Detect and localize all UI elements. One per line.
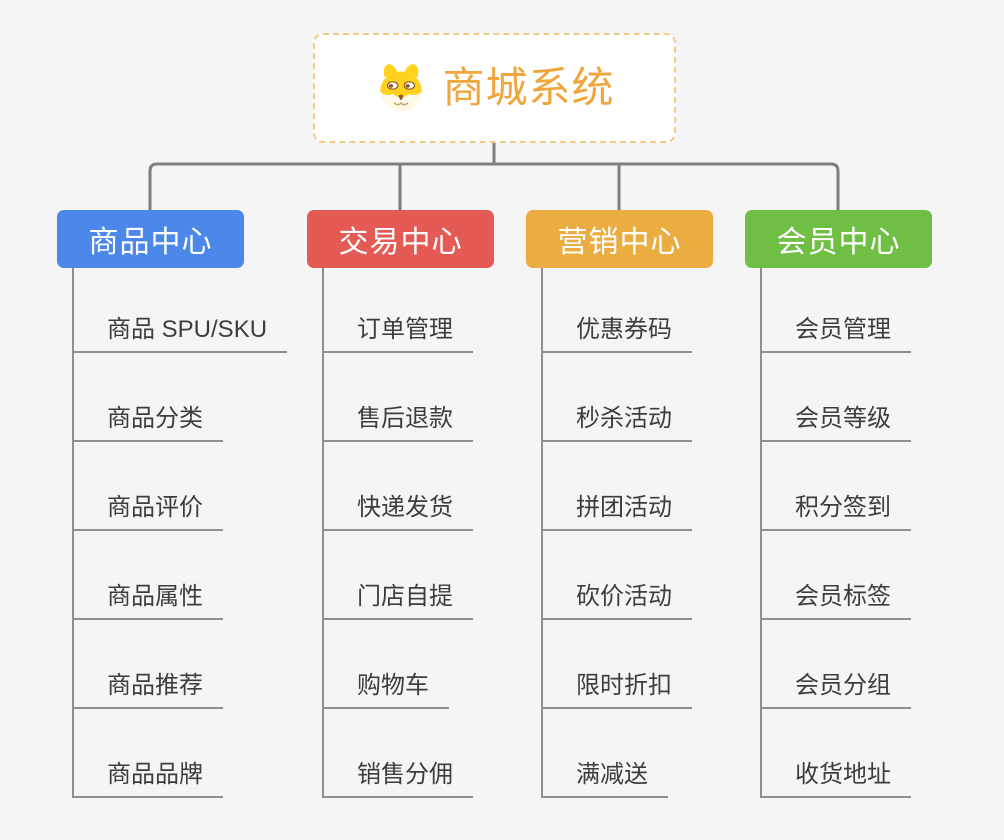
leaf-node[interactable]: 商品推荐 xyxy=(72,620,223,709)
branch-product-leaves: 商品 SPU/SKU 商品分类 商品评价 商品属性 商品推荐 商品品牌 xyxy=(72,268,288,798)
leaf-node[interactable]: 商品属性 xyxy=(72,531,223,620)
branch-header-marketing-center[interactable]: 营销中心 xyxy=(526,210,713,268)
leaf-node[interactable]: 满减送 xyxy=(541,709,668,798)
root-title: 商城系统 xyxy=(442,64,615,111)
leaf-node[interactable]: 门店自提 xyxy=(322,531,473,620)
leaf-node[interactable]: 快递发货 xyxy=(322,442,473,531)
leaf-node[interactable]: 会员等级 xyxy=(760,353,911,442)
leaf-node[interactable]: 砍价活动 xyxy=(541,531,692,620)
branch-trade-center: 交易中心 订单管理 售后退款 快递发货 门店自提 购物车 销售分佣 xyxy=(307,210,494,798)
leaf-node[interactable]: 商品分类 xyxy=(72,353,223,442)
leaf-node[interactable]: 会员管理 xyxy=(760,268,911,353)
leaf-node[interactable]: 收货地址 xyxy=(760,709,911,798)
branch-member-leaves: 会员管理 会员等级 积分签到 会员标签 会员分组 收货地址 xyxy=(760,268,932,798)
leaf-node[interactable]: 会员标签 xyxy=(760,531,911,620)
leaf-node[interactable]: 购物车 xyxy=(322,620,449,709)
leaf-node[interactable]: 优惠券码 xyxy=(541,268,692,353)
leaf-node[interactable]: 销售分佣 xyxy=(322,709,473,798)
leaf-node[interactable]: 限时折扣 xyxy=(541,620,692,709)
branch-product-center: 商品中心 商品 SPU/SKU 商品分类 商品评价 商品属性 商品推荐 商品品牌 xyxy=(57,210,288,798)
branch-marketing-center: 营销中心 优惠券码 秒杀活动 拼团活动 砍价活动 限时折扣 满减送 xyxy=(526,210,713,798)
leaf-node[interactable]: 拼团活动 xyxy=(541,442,692,531)
leaf-node[interactable]: 积分签到 xyxy=(760,442,911,531)
root-node[interactable]: 商城系统 xyxy=(313,33,676,143)
branch-member-center: 会员中心 会员管理 会员等级 积分签到 会员标签 会员分组 收货地址 xyxy=(745,210,932,798)
shiba-dog-icon xyxy=(380,63,423,112)
leaf-node[interactable]: 秒杀活动 xyxy=(541,353,692,442)
branch-header-product-center[interactable]: 商品中心 xyxy=(57,210,244,268)
branch-header-member-center[interactable]: 会员中心 xyxy=(745,210,932,268)
leaf-node[interactable]: 商品评价 xyxy=(72,442,223,531)
leaf-node[interactable]: 会员分组 xyxy=(760,620,911,709)
leaf-node[interactable]: 商品 SPU/SKU xyxy=(72,268,288,353)
leaf-node[interactable]: 订单管理 xyxy=(322,268,473,353)
branch-trade-leaves: 订单管理 售后退款 快递发货 门店自提 购物车 销售分佣 xyxy=(322,268,494,798)
branch-marketing-leaves: 优惠券码 秒杀活动 拼团活动 砍价活动 限时折扣 满减送 xyxy=(541,268,713,798)
leaf-node[interactable]: 商品品牌 xyxy=(72,709,223,798)
branch-header-trade-center[interactable]: 交易中心 xyxy=(307,210,494,268)
leaf-node[interactable]: 售后退款 xyxy=(322,353,473,442)
